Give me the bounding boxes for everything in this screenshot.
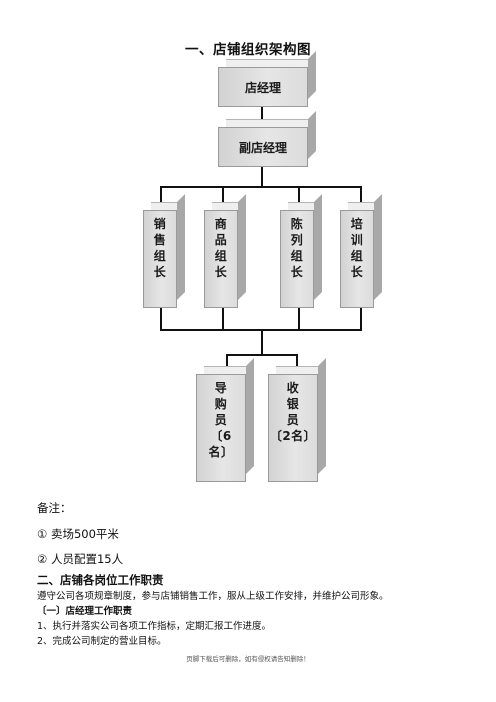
staff-box-cashiers: 收 银 员 〔2名〕 <box>268 358 326 482</box>
connector-line <box>261 107 263 127</box>
connector-line <box>296 354 298 374</box>
staff-box-guides: 导 购 员 〔6 名〕 <box>196 358 254 482</box>
note-item: ① 卖场500平米 <box>37 527 119 541</box>
connector-line <box>160 186 362 188</box>
group-box-training: 培 训 组 长 <box>340 194 382 308</box>
store-manager-label: 店经理 <box>244 80 281 95</box>
page-footer: 页脚下载后可删除，如有侵权请告知删除！ <box>186 655 310 663</box>
connector-line <box>160 186 162 210</box>
connector-line <box>222 186 224 210</box>
note-item: ② 人员配置15人 <box>37 552 124 566</box>
section-title: 二、店铺各岗位工作职责 <box>37 573 164 587</box>
subsection-title: 〔一〕店经理工作职责 <box>37 606 133 617</box>
connector-line <box>261 167 263 187</box>
staff-label-cashiers: 收 银 员 〔2名〕 <box>269 381 317 443</box>
group-box-sales: 销 售 组 长 <box>143 194 185 308</box>
group-label-display: 陈 列 组 长 <box>290 217 304 279</box>
notes-heading: 备注： <box>37 501 72 515</box>
connector-line <box>222 308 224 330</box>
deputy-manager-box: 副店经理 <box>218 111 316 167</box>
connector-line <box>360 186 362 210</box>
connector-line <box>261 329 263 355</box>
group-box-merchandise: 商 品 组 长 <box>204 194 246 308</box>
connector-line <box>226 354 228 374</box>
duty-item: 2、完成公司制定的营业目标。 <box>37 636 167 647</box>
group-label-merchandise: 商 品 组 长 <box>214 217 228 279</box>
connector-line <box>298 308 300 330</box>
page-title: 一、店铺组织架构图 <box>185 42 311 58</box>
duty-item: 1、执行并落实公司各项工作指标，定期汇报工作进度。 <box>37 621 272 632</box>
store-manager-box: 店经理 <box>218 51 316 107</box>
group-label-sales: 销 售 组 长 <box>153 217 167 279</box>
staff-label-guides: 导 购 员 〔6 名〕 <box>208 381 234 459</box>
connector-line <box>360 308 362 330</box>
connector-line <box>298 186 300 210</box>
connector-line <box>226 354 298 356</box>
connector-line <box>160 308 162 330</box>
group-box-display: 陈 列 组 长 <box>280 194 322 308</box>
group-label-training: 培 训 组 长 <box>350 217 364 279</box>
section-intro: 遵守公司各项规章制度，参与店铺销售工作，服从上级工作安排，并维护公司形象。 <box>37 591 389 602</box>
deputy-manager-label: 副店经理 <box>238 140 287 155</box>
